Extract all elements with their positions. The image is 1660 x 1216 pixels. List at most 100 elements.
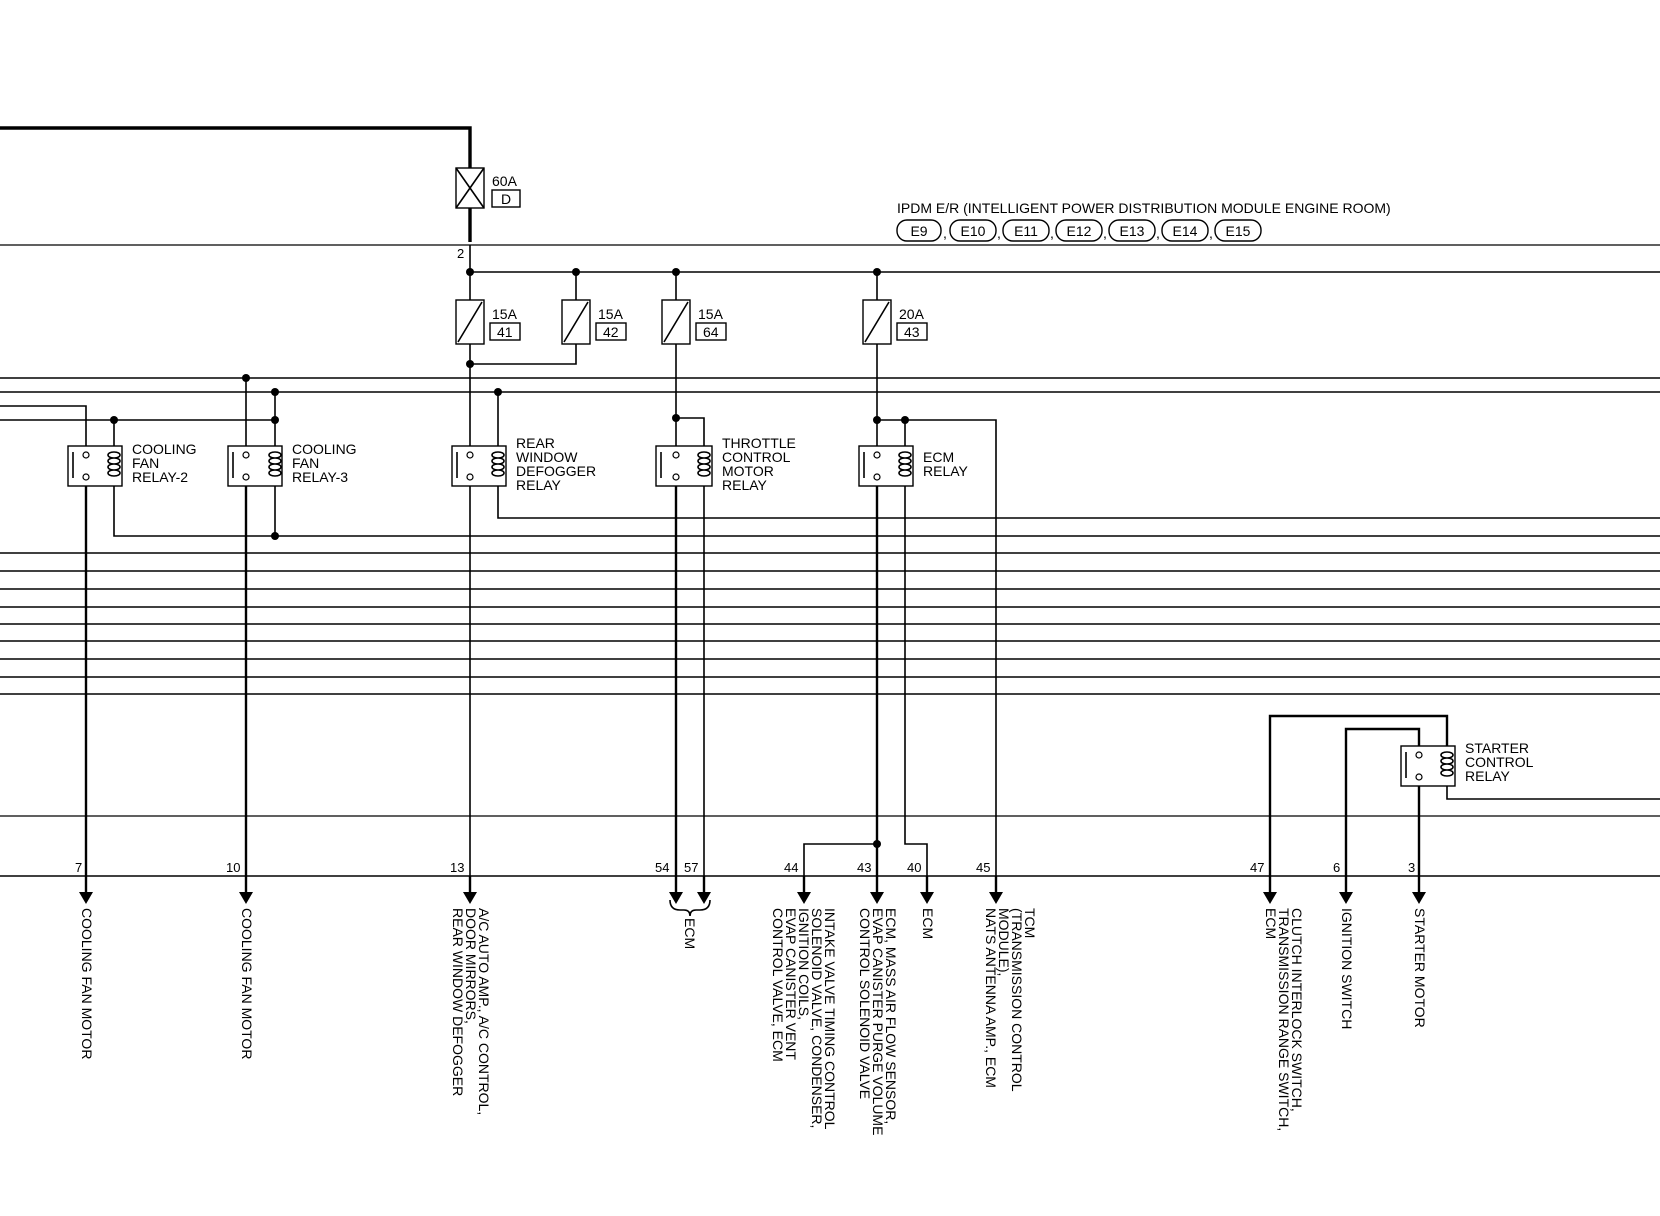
terminal-40: 40 ECM	[907, 860, 936, 939]
svg-text:ECM: ECM	[682, 918, 698, 949]
svg-text:COOLING FAN MOTOR: COOLING FAN MOTOR	[239, 908, 255, 1059]
svg-text:6: 6	[1333, 860, 1340, 875]
svg-text:43: 43	[857, 860, 871, 875]
fuse-41: 15A 41	[455, 299, 521, 345]
ipdm-boundary	[0, 244, 1660, 877]
svg-text:40: 40	[907, 860, 921, 875]
svg-text:ECM: ECM	[923, 449, 954, 465]
svg-text:SOLENOID VALVE, CONDENSER,: SOLENOID VALVE, CONDENSER,	[809, 908, 825, 1128]
svg-text:,: ,	[997, 225, 1001, 241]
svg-text:E15: E15	[1226, 223, 1251, 239]
terminal-54: 54	[655, 860, 683, 904]
fusible-link-pin: 2	[457, 246, 464, 261]
svg-text:TRANSMISSION RANGE SWITCH,: TRANSMISSION RANGE SWITCH,	[1276, 908, 1292, 1131]
connector-tag-e14: E14	[1161, 219, 1209, 242]
svg-text:E14: E14	[1173, 223, 1198, 239]
svg-text:FAN: FAN	[132, 455, 159, 471]
svg-text:ECM, MASS AIR FLOW SENSOR,: ECM, MASS AIR FLOW SENSOR,	[883, 908, 899, 1124]
svg-text:E9: E9	[910, 223, 927, 239]
svg-text:CONTROL: CONTROL	[1465, 754, 1534, 770]
svg-text:,: ,	[1209, 225, 1213, 241]
fuse-43: 20A 43	[862, 299, 928, 345]
svg-text:INTAKE VALVE TIMING CONTROL: INTAKE VALVE TIMING CONTROL	[822, 908, 838, 1130]
starter-control-relay: STARTER CONTROL RELAY	[1268, 714, 1660, 876]
terminal-45: 45 TCM (TRANSMISSION CONTROL MODULE), NA…	[976, 860, 1038, 1092]
svg-text:DEFOGGER: DEFOGGER	[516, 463, 596, 479]
svg-text:13: 13	[450, 860, 464, 875]
terminal-43: 43 ECM, MASS AIR FLOW SENSOR, EVAP CANIS…	[857, 860, 899, 1135]
svg-text:ECM: ECM	[1263, 908, 1279, 939]
svg-text:RELAY: RELAY	[722, 477, 768, 493]
connector-tag-e11: E11	[1002, 219, 1050, 242]
fusible-link-60a: 60A D	[455, 167, 521, 209]
terminal-44: 44 INTAKE VALVE TIMING CONTROL SOLENOID …	[770, 860, 838, 1130]
terminal-10: 10 COOLING FAN MOTOR	[226, 860, 255, 1059]
svg-text:RELAY: RELAY	[516, 477, 562, 493]
svg-text:IGNITION COILS,: IGNITION COILS,	[796, 908, 812, 1020]
terminal-13: 13 A/C AUTO AMP., A/C CONTROL, DOOR MIRR…	[450, 860, 492, 1115]
terminal-6: 6 IGNITION SWITCH	[1333, 860, 1355, 1029]
svg-text:15A: 15A	[492, 306, 518, 322]
output-conductors	[84, 486, 928, 876]
harness-lines	[0, 374, 1660, 695]
svg-text:EVAP CANISTER PURGE VOLUME: EVAP CANISTER PURGE VOLUME	[870, 908, 886, 1135]
ecm-relay: ECM RELAY	[858, 344, 997, 876]
svg-text:47: 47	[1250, 860, 1264, 875]
svg-text:44: 44	[784, 860, 798, 875]
svg-text:10: 10	[226, 860, 240, 875]
cooling-fan-feed	[0, 378, 279, 446]
fuse-41-42-join	[466, 344, 577, 368]
svg-text:,: ,	[1103, 225, 1107, 241]
terminal-3: 3 STARTER MOTOR	[1408, 860, 1428, 1028]
svg-text:REAR: REAR	[516, 435, 555, 451]
svg-text:STARTER MOTOR: STARTER MOTOR	[1412, 908, 1428, 1028]
svg-text:CLUTCH INTERLOCK SWITCH,: CLUTCH INTERLOCK SWITCH,	[1289, 908, 1305, 1112]
svg-text:CONTROL: CONTROL	[722, 449, 791, 465]
svg-text:54: 54	[655, 860, 669, 875]
svg-text:EVAP CANISTER VENT: EVAP CANISTER VENT	[783, 908, 799, 1060]
svg-text:RELAY-2: RELAY-2	[132, 469, 188, 485]
terminal-47: 47 CLUTCH INTERLOCK SWITCH, TRANSMISSION…	[1250, 860, 1305, 1131]
cooling-fan-relay-3: COOLING FAN RELAY-3	[227, 441, 357, 487]
connector-tags: E9 , E10 , E11 , E12 , E13 , E14 , E15	[896, 219, 1262, 242]
svg-text:42: 42	[603, 324, 619, 340]
svg-text:64: 64	[703, 324, 719, 340]
svg-text:ECM: ECM	[920, 908, 936, 939]
svg-text:E12: E12	[1067, 223, 1092, 239]
connector-tag-e10: E10	[949, 219, 997, 242]
connector-tag-e15: E15	[1214, 219, 1262, 242]
connector-tag-e13: E13	[1108, 219, 1156, 242]
svg-text:COOLING FAN MOTOR: COOLING FAN MOTOR	[79, 908, 95, 1059]
svg-text:RELAY: RELAY	[923, 463, 969, 479]
svg-text:(TRANSMISSION CONTROL: (TRANSMISSION CONTROL	[1009, 908, 1025, 1092]
svg-text:15A: 15A	[698, 306, 724, 322]
svg-text:WINDOW: WINDOW	[516, 449, 578, 465]
svg-text:THROTTLE: THROTTLE	[722, 435, 796, 451]
battery-feed	[0, 126, 472, 242]
ecm-group-brace: ECM	[669, 899, 711, 949]
svg-text:,: ,	[943, 225, 947, 241]
svg-text:57: 57	[684, 860, 698, 875]
svg-text:REAR WINDOW DEFOGGER: REAR WINDOW DEFOGGER	[450, 908, 466, 1096]
terminal-57: 57	[684, 860, 711, 904]
cooling-fan-coil-return	[113, 486, 1660, 540]
svg-text:NATS ANTENNA AMP., ECM: NATS ANTENNA AMP., ECM	[983, 908, 999, 1088]
svg-text:MODULE),: MODULE),	[996, 908, 1012, 976]
fuse-42: 15A 42	[561, 299, 627, 345]
svg-text:COOLING: COOLING	[132, 441, 197, 457]
svg-text:STARTER: STARTER	[1465, 740, 1529, 756]
connector-tag-e9: E9	[896, 219, 942, 242]
svg-text:43: 43	[904, 324, 920, 340]
cooling-fan-relay-2: COOLING FAN RELAY-2	[67, 441, 197, 487]
throttle-control-motor-relay: THROTTLE CONTROL MOTOR RELAY	[655, 344, 796, 493]
svg-text:E10: E10	[961, 223, 986, 239]
fusible-link-rating: 60A	[492, 173, 518, 189]
svg-text:RELAY-3: RELAY-3	[292, 469, 348, 485]
svg-text:7: 7	[75, 860, 82, 875]
svg-text:CONTROL SOLENOID VALVE: CONTROL SOLENOID VALVE	[857, 908, 873, 1099]
svg-text:E13: E13	[1120, 223, 1145, 239]
svg-text:MOTOR: MOTOR	[722, 463, 774, 479]
fusible-link-id: D	[501, 191, 511, 207]
connector-tag-e12: E12	[1055, 219, 1103, 242]
